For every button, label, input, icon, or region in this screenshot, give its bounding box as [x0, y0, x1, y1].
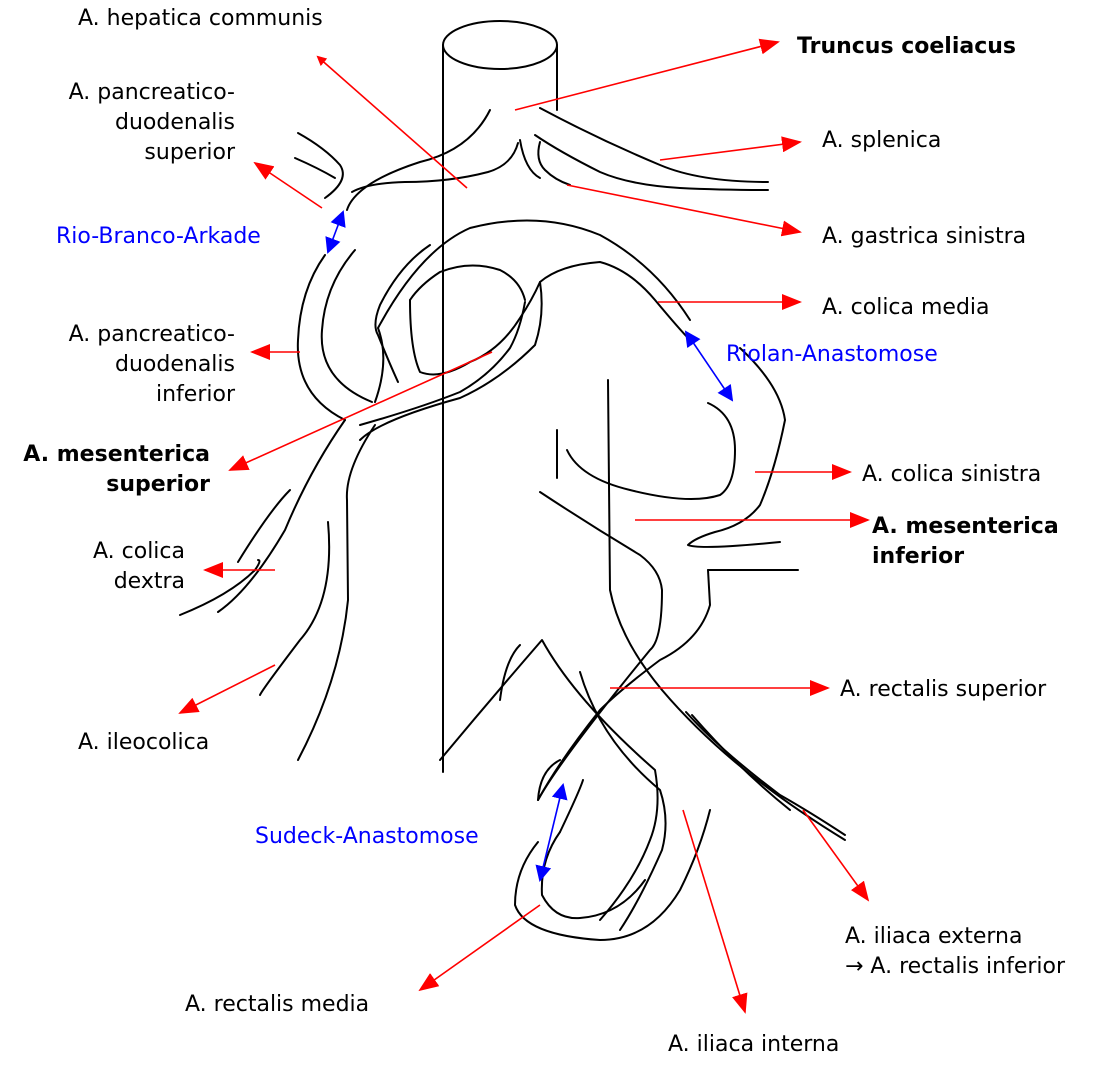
- pointer-iliaca-interna: [683, 810, 745, 1012]
- pointer-iliaca-externa: [803, 810, 868, 900]
- label-riolan-anastomose: Riolan-Anastomose: [726, 340, 938, 370]
- anastomosis-arrows: [328, 212, 732, 880]
- label-line: A. pancreatico-: [20, 320, 235, 350]
- rio-branco-double-arrow: [328, 212, 343, 252]
- label-line: duodenalis: [20, 350, 235, 380]
- label-hepatica-communis: A. hepatica communis: [78, 4, 323, 34]
- label-splenica: A. splenica: [822, 126, 941, 156]
- pointer-gastrica-sinistra: [567, 185, 800, 232]
- label-rio-branco-arkade: Rio-Branco-Arkade: [56, 222, 261, 252]
- label-sudeck-anastomose: Sudeck-Anastomose: [255, 822, 479, 852]
- label-pointers: [180, 42, 868, 1012]
- label-mesenterica-inferior: A. mesenterica inferior: [872, 512, 1059, 572]
- label-line: inferior: [20, 380, 235, 410]
- label-line: A. mesenterica: [0, 440, 210, 470]
- label-line: A. mesenterica: [872, 512, 1059, 542]
- pointer-ileocolica: [180, 665, 275, 713]
- celiac-trunk-branches: [295, 108, 768, 210]
- label-rectalis-superior: A. rectalis superior: [840, 675, 1046, 705]
- pointer-pancreaticoduodenalis-superior: [255, 163, 322, 208]
- label-pancreaticoduodenalis-superior: A. pancreatico- duodenalis superior: [20, 78, 235, 168]
- label-line: dextra: [30, 567, 185, 597]
- label-iliaca-interna: A. iliaca interna: [668, 1030, 839, 1060]
- label-line: inferior: [872, 542, 1059, 572]
- label-truncus-coeliacus: Truncus coeliacus: [797, 32, 1016, 62]
- pointer-mesenterica-superior: [230, 352, 492, 470]
- pelvic-vessels: [440, 640, 845, 940]
- label-colica-media: A. colica media: [822, 293, 990, 323]
- label-gastrica-sinistra: A. gastrica sinistra: [822, 222, 1026, 252]
- label-rectalis-media: A. rectalis media: [185, 990, 369, 1020]
- label-iliaca-externa: A. iliaca externa → A. rectalis inferior: [845, 922, 1065, 982]
- label-line: A. pancreatico-: [20, 78, 235, 108]
- label-mesenterica-superior: A. mesenterica superior: [0, 440, 210, 500]
- label-line: duodenalis: [20, 108, 235, 138]
- middle-colic-loop: [360, 220, 690, 440]
- inferior-mesenteric-branches: [538, 348, 798, 800]
- label-line: A. iliaca externa: [845, 922, 1065, 952]
- label-colica-dextra: A. colica dextra: [30, 537, 185, 597]
- pointer-hepatica-communis: [318, 57, 467, 188]
- label-line: superior: [0, 470, 210, 500]
- label-ileocolica: A. ileocolica: [78, 728, 209, 758]
- label-line: A. colica: [30, 537, 185, 567]
- label-line: → A. rectalis inferior: [845, 952, 1065, 982]
- pointer-rectalis-media: [420, 905, 540, 990]
- pointer-splenica: [660, 142, 800, 160]
- label-pancreaticoduodenalis-inferior: A. pancreatico- duodenalis inferior: [20, 320, 235, 410]
- label-colica-sinistra: A. colica sinistra: [862, 460, 1041, 490]
- pancreaticoduodenal-arcade: [298, 250, 372, 420]
- label-line: superior: [20, 138, 235, 168]
